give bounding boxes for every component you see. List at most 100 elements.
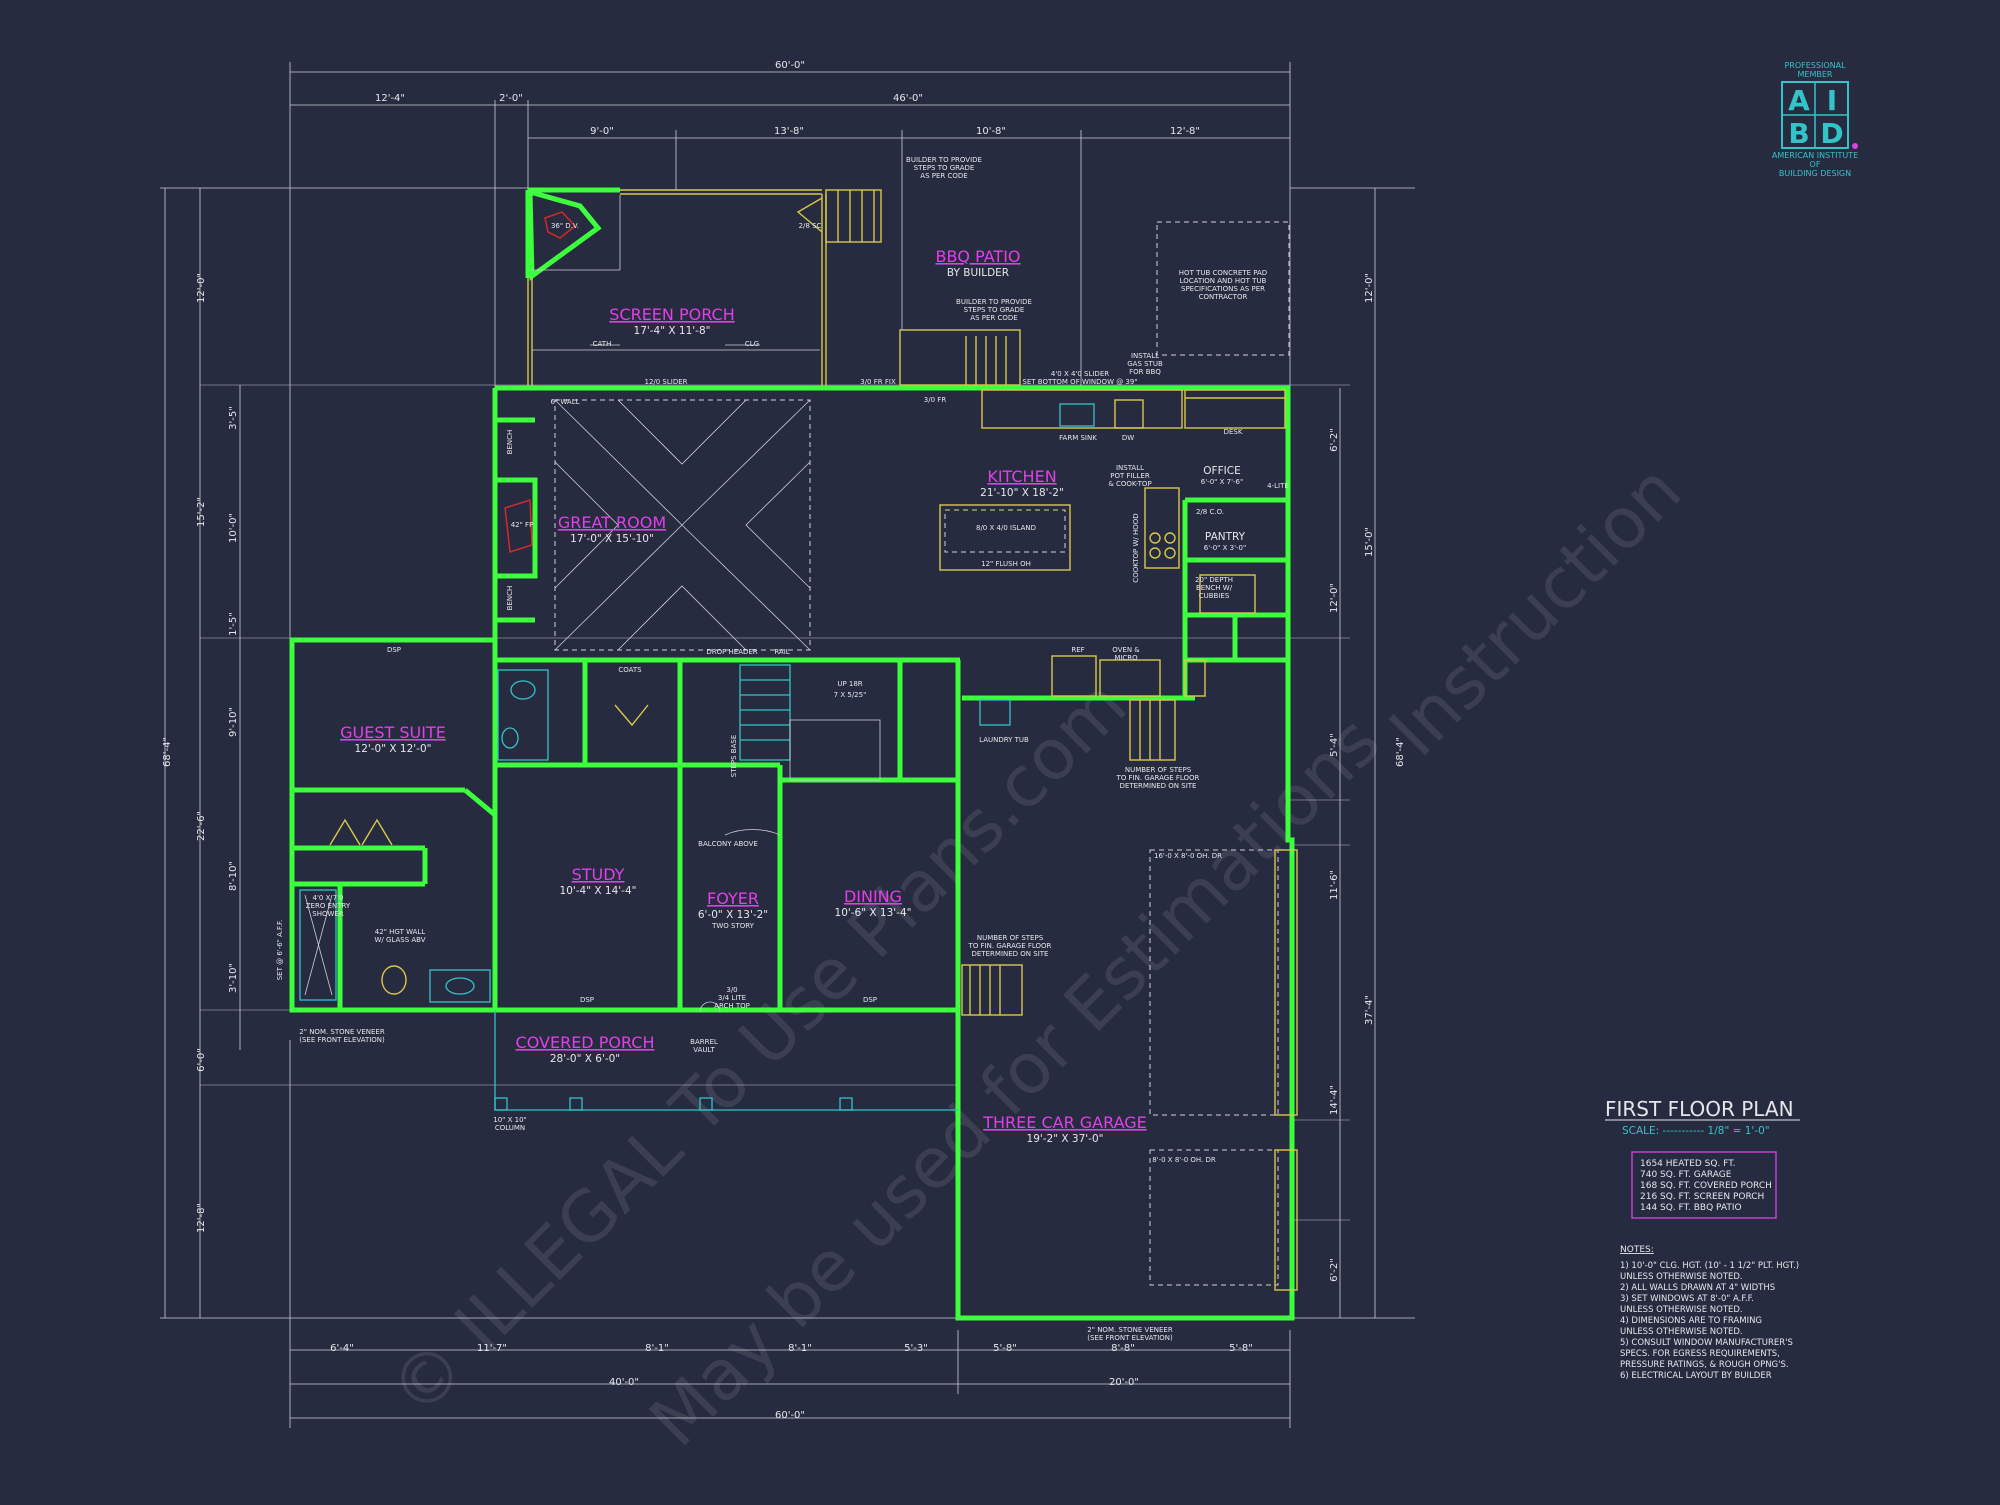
stone-note-2-l2: (SEE FRONT ELEVATION) [1087, 1334, 1173, 1342]
annotations: BUILDER TO PROVIDE STEPS TO GRADE AS PER… [276, 156, 1289, 1342]
builder-steps-note-1-l3: AS PER CODE [920, 172, 967, 180]
right-dim-a: 12'-0" [1364, 273, 1375, 303]
depth-l1: 20" DEPTH [1195, 576, 1233, 584]
top-dim-d: 9'-0" [590, 126, 614, 137]
island-label: 8/0 X 4/0 ISLAND [976, 524, 1036, 532]
rail-label: RAIL [774, 648, 789, 656]
logo-letter-a: A [1788, 84, 1810, 117]
stone-note-1-l2: (SEE FRONT ELEVATION) [299, 1036, 385, 1044]
area-summary: 1654 HEATED SQ. FT. 740 SQ. FT. GARAGE 1… [1631, 1151, 1777, 1219]
lite-4-label: 4-LITE [1267, 482, 1289, 490]
bbq-patio-area [899, 221, 1290, 386]
note-line-11: 6) ELECTRICAL LAYOUT BY BUILDER [1620, 1371, 1772, 1381]
fr-label: 3/0 FR [924, 396, 947, 404]
covered-porch [494, 1001, 958, 1111]
note-line-6: 4) DIMENSIONS ARE TO FRAMING [1620, 1316, 1762, 1326]
pot-filler-l1: INSTALL [1116, 464, 1144, 472]
garage-fixtures [961, 849, 1298, 1291]
gas-stub-l3: FOR BBQ [1129, 368, 1161, 376]
great-room-ceiling [554, 399, 811, 651]
drop-header-label: DROP HEADER [706, 648, 757, 656]
screen-porch-name: SCREEN PORCH [609, 305, 734, 324]
note-line-2: UNLESS OTHERWISE NOTED. [1620, 1272, 1743, 1282]
top-dim-f: 10'-8" [976, 126, 1006, 137]
logo-letter-d: D [1820, 117, 1843, 150]
clg-label: CLG [745, 340, 759, 348]
farm-sink-label: FARM SINK [1059, 434, 1097, 442]
bottom-dim-i: 40'-0" [609, 1377, 639, 1388]
top-total: 60'-0" [775, 60, 805, 71]
bench-label-2: BENCH [506, 586, 514, 611]
logo-letter-b: B [1788, 117, 1809, 150]
top-dim-a: 12'-4" [375, 93, 405, 104]
foyer-name: FOYER [707, 889, 759, 908]
pantry-size: 6'-0" X 3'-0" [1204, 544, 1246, 552]
foyer-note: TWO STORY [711, 922, 755, 930]
steps-base-label: STEPS BASE [730, 735, 738, 778]
dining-size: 10'-6" X 13'-4" [835, 907, 912, 919]
left-dim-h: 8'-10" [228, 861, 239, 891]
shower-l3: SHOWER [312, 910, 344, 918]
left-dim-d: 10'-0" [228, 513, 239, 543]
right-dim-b: 6'-2" [1329, 428, 1340, 452]
right-dim-d: 12'-0" [1329, 583, 1340, 613]
ref-label: REF [1071, 646, 1084, 654]
fireplace [504, 498, 533, 553]
dsp-label-2: DSP [580, 996, 594, 1004]
fr-fix-label: 3/0 FR FIX [860, 378, 896, 386]
column-l2: COLUMN [495, 1124, 525, 1132]
cath-label: CATH [593, 340, 612, 348]
study-name: STUDY [572, 865, 625, 884]
garage-size: 19'-2" X 37'-0" [1027, 1133, 1104, 1145]
builder-steps-note-1-l2: STEPS TO GRADE [914, 164, 975, 172]
oh-door-2-label: 8'-0 X 8'-0 OH. DR [1152, 1156, 1216, 1164]
bottom-dim-f: 5'-8" [993, 1343, 1017, 1354]
notes-heading: NOTES: [1620, 1245, 1654, 1255]
great-room-size: 17'-0" X 15'-10" [570, 533, 654, 545]
left-dim-a: 12'-0" [196, 273, 207, 303]
bbq-patio-name: BBQ PATIO [935, 247, 1020, 266]
great-room-name: GREAT ROOM [558, 513, 666, 532]
stone-note-2-l1: 2" NOM. STONE VENEER [1087, 1326, 1173, 1334]
builder-steps-note-2-l3: AS PER CODE [970, 314, 1017, 322]
logo-bottom-3: BUILDING DESIGN [1779, 169, 1851, 178]
right-dimensions: 12'-0" 6'-2" 15'-0" 12'-0" 5'-4" 11'-6" … [1329, 273, 1406, 1282]
bottom-dim-h: 5'-8" [1229, 1343, 1253, 1354]
note-line-8: 5) CONSULT WINDOW MANUFACTURER'S [1620, 1338, 1793, 1348]
general-notes: NOTES: 1) 10'-0" CLG. HGT. (10' - 1 1/2"… [1620, 1245, 1799, 1381]
left-dim-e: 1'-5" [228, 612, 239, 636]
hot-tub-note-l4: CONTRACTOR [1199, 293, 1248, 301]
bottom-dim-d: 8'-1" [788, 1343, 812, 1354]
oh-door-1-label: 16'-0 X 8'-0 OH. DR [1154, 852, 1222, 860]
barrel-l2: VAULT [693, 1046, 715, 1054]
dv-label: 36" D.V. [551, 222, 579, 230]
wall-6-label: 6" WALL [550, 398, 579, 406]
up-label: UP 18R [837, 680, 862, 688]
logo-top-2: MEMBER [1798, 70, 1833, 79]
guest-suite-size: 12'-0" X 12'-0" [355, 743, 432, 755]
garage-steps-note-2-l2: TO FIN. GARAGE FLOOR [968, 942, 1052, 950]
screen-porch-size: 17'-4" X 11'-8" [634, 325, 711, 337]
depth-l2: BENCH W/ [1196, 584, 1233, 592]
pantry-name: PANTRY [1205, 531, 1246, 543]
note-line-1: 1) 10'-0" CLG. HGT. (10' - 1 1/2" PLT. H… [1620, 1261, 1799, 1271]
bottom-total: 60'-0" [775, 1410, 805, 1421]
builder-steps-note-2-l1: BUILDER TO PROVIDE [956, 298, 1032, 306]
note-line-4: 3) SET WINDOWS AT 8'-0" A.F.F. [1620, 1294, 1754, 1304]
bottom-dim-c: 8'-1" [645, 1343, 669, 1354]
bottom-dim-a: 6'-4" [330, 1343, 354, 1354]
left-dimensions: 12'-0" 3'-5" 15'-2" 10'-0" 1'-5" 9'-10" … [162, 273, 239, 1233]
top-dim-e: 13'-8" [774, 126, 804, 137]
bottom-dim-j: 20'-0" [1109, 1377, 1139, 1388]
kitchen-fixtures [939, 389, 1286, 761]
dining-name: DINING [844, 887, 902, 906]
dsp-label-1: DSP [387, 646, 401, 654]
area-line-3: 168 SQ. FT. COVERED PORCH [1640, 1181, 1772, 1191]
arch-l2: 3/4 LITE [718, 994, 746, 1002]
glass-l2: W/ GLASS ABV [374, 936, 425, 944]
right-dim-f: 11'-6" [1329, 870, 1340, 900]
left-dim-i: 3'-10" [228, 963, 239, 993]
stair-and-foyer [724, 664, 881, 836]
title-block: FIRST FLOOR PLAN SCALE: ----------- 1/8"… [1605, 1097, 1800, 1137]
